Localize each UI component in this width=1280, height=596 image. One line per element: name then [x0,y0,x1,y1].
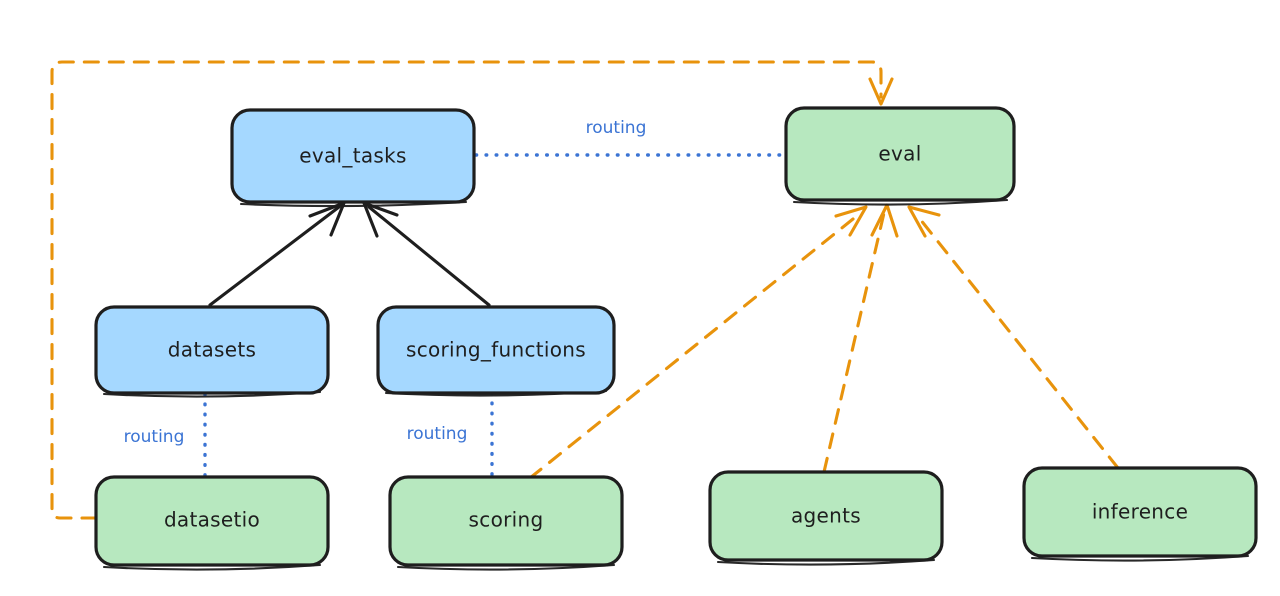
edge-inference-to-eval[interactable] [907,205,1120,470]
node-group: eval_tasks eval datasets scoring_functio… [94,106,1258,571]
node-scoring[interactable]: scoring [388,475,624,571]
edge-datasetio-to-eval[interactable] [50,60,894,520]
edge-datasets-to-evaltasks[interactable] [208,201,346,307]
node-scoring-functions-label: scoring_functions [406,338,586,362]
node-scoring-functions-box [376,305,616,395]
node-agents[interactable]: agents [708,470,944,566]
edge-inference-to-eval-path [914,212,1120,470]
edge-agents-to-eval[interactable] [822,203,899,474]
node-datasetio[interactable]: datasetio [94,475,330,571]
edge-datasetio-to-eval-arrowhead [868,77,894,106]
routing-label-group: routing routing routing [124,118,647,447]
routing-label-datasetio: routing [124,427,185,447]
node-datasets-label: datasets [168,338,256,362]
edge-scoring-to-eval-path [528,213,860,480]
node-eval[interactable]: eval [784,106,1016,206]
node-eval-sketch-underline [792,198,1009,206]
node-inference[interactable]: inference [1022,466,1258,562]
node-agents-label: agents [791,504,861,528]
routing-label-scoring: routing [407,424,468,444]
node-inference-label: inference [1092,500,1188,524]
node-eval-box [784,106,1016,202]
edge-datasets-to-evaltasks-path [208,205,341,307]
node-inference-box [1022,466,1258,558]
edge-agents-to-eval-path [822,211,886,474]
node-datasets-box [94,305,330,395]
edge-group-routing [203,153,786,478]
edge-inference-to-eval-arrowhead [907,205,941,238]
node-scoring-box [388,475,624,567]
edge-scoring-to-eval-arrowhead [834,205,868,237]
node-scoring-functions[interactable]: scoring_functions [376,305,616,397]
edge-scoringfns-to-evaltasks-path [367,205,491,307]
node-inference-sketch-underline [1030,554,1250,562]
edge-agents-to-eval-arrowhead [870,203,899,238]
node-datasets[interactable]: datasets [94,305,330,398]
node-datasetio-sketch-underline [102,563,322,571]
node-datasetio-box [94,475,330,567]
routing-label-eval: routing [586,118,647,138]
node-agents-box [708,470,944,562]
edge-group-dependencies [50,60,1120,520]
node-agents-sketch-underline [716,558,936,566]
node-eval-label: eval [878,142,921,166]
edge-group-dependencies-solid [208,201,491,307]
node-eval-tasks-label: eval_tasks [299,144,406,168]
node-scoring-sketch-underline [396,563,616,571]
node-eval-tasks-box [230,108,476,204]
edge-scoringfns-to-evaltasks[interactable] [362,201,491,307]
node-datasetio-label: datasetio [164,508,260,532]
node-eval-tasks[interactable]: eval_tasks [230,108,476,208]
edge-scoring-to-eval[interactable] [528,205,868,480]
node-scoring-label: scoring [469,508,544,532]
